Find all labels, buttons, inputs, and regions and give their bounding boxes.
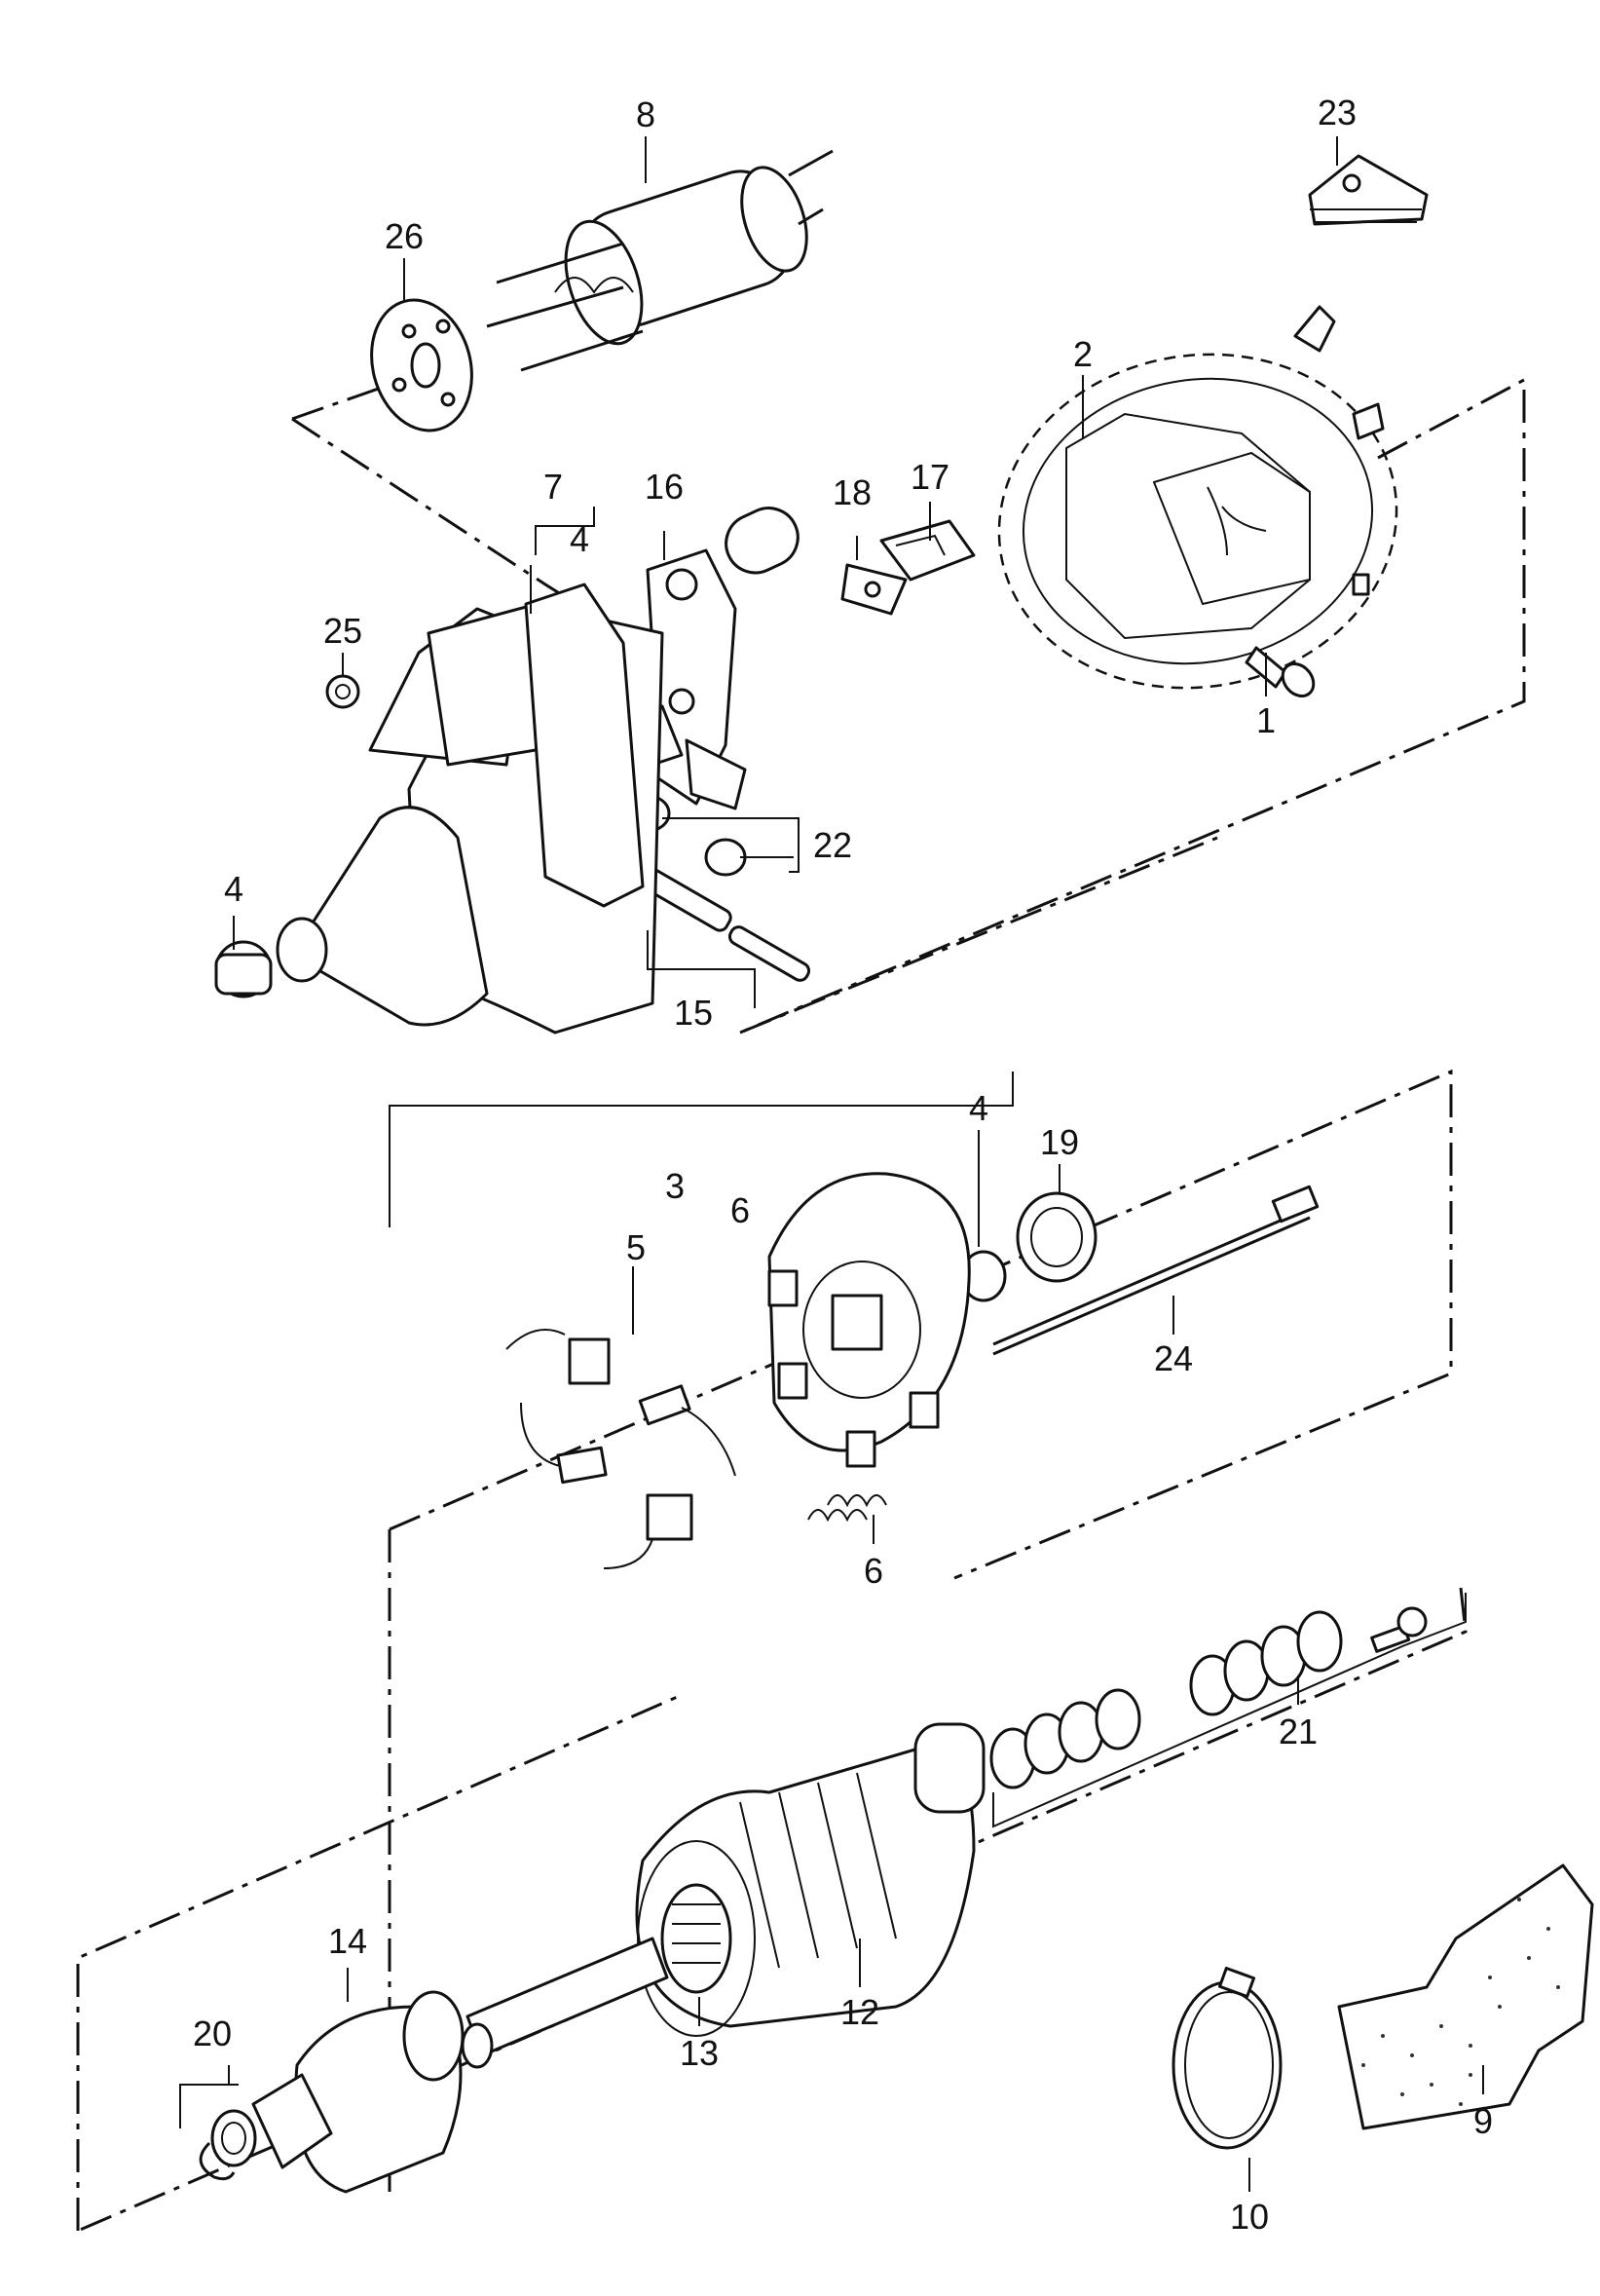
carbon-brushes-part-5	[505, 1329, 736, 1569]
bushing-part-4-left	[214, 940, 273, 998]
callout-4-top: 4	[570, 519, 589, 559]
washers-part-21	[989, 1606, 1428, 1789]
insulating-pad-part-9	[1337, 1863, 1594, 2130]
pinion-drive-part-14	[251, 1990, 465, 2194]
callout-16: 16	[645, 467, 684, 507]
callout-6-top: 6	[730, 1190, 750, 1230]
commutator-part-13	[660, 1883, 732, 1994]
callout-25: 25	[323, 611, 362, 651]
callout-2: 2	[1073, 334, 1093, 374]
callout-9: 9	[1473, 2101, 1493, 2141]
plate-part-18	[840, 563, 908, 616]
drive-end-housing-part-7	[276, 583, 664, 1035]
callout-10: 10	[1230, 2197, 1269, 2237]
callout-12: 12	[840, 1992, 879, 2032]
callout-1: 1	[1256, 700, 1276, 740]
brush-clip-part-17	[879, 519, 976, 582]
callout-24: 24	[1154, 1338, 1193, 1378]
bushing-part-19	[1016, 1191, 1098, 1283]
solenoid-switch-part-8	[486, 149, 834, 372]
callout-19: 19	[1040, 1122, 1079, 1162]
grommet-part-23	[1308, 154, 1429, 226]
stator-housing-part-2	[997, 305, 1398, 690]
pivot-bolt-part-15	[631, 862, 811, 982]
callout-14: 14	[328, 1921, 367, 1961]
callout-26: 26	[385, 216, 424, 256]
callout-18: 18	[833, 472, 872, 512]
gasket-part-26	[370, 298, 473, 433]
springs-part-6	[807, 1494, 887, 1523]
armature-part-12	[461, 1722, 986, 2069]
callout-23: 23	[1318, 93, 1357, 132]
callout-3: 3	[665, 1166, 685, 1206]
callout-21: 21	[1279, 1712, 1318, 1751]
callout-6-bottom: 6	[864, 1551, 883, 1591]
through-bolt-part-24	[992, 1185, 1320, 1356]
screw-part-1	[1245, 646, 1316, 697]
callout-13: 13	[680, 2033, 719, 2073]
callout-4-left: 4	[224, 869, 243, 909]
callout-4-mid: 4	[969, 1088, 988, 1128]
callout-5: 5	[626, 1227, 646, 1267]
stop-ring-part-20	[199, 2109, 257, 2181]
commutator-end-plate-part-3	[767, 1172, 971, 1468]
callout-labels: 8 26 23 2 1 17 18 16 7 4 25 4 22 15 3 6 …	[193, 93, 1493, 2237]
callout-7: 7	[543, 467, 563, 507]
callout-8: 8	[636, 94, 655, 134]
nut-part-25	[325, 674, 360, 709]
callout-22: 22	[813, 825, 852, 865]
callout-17: 17	[911, 457, 949, 497]
leader-lines	[179, 136, 1484, 2192]
callout-15: 15	[674, 993, 713, 1033]
hose-clamp-part-10	[1172, 1966, 1283, 2150]
callout-20: 20	[193, 2014, 232, 2053]
